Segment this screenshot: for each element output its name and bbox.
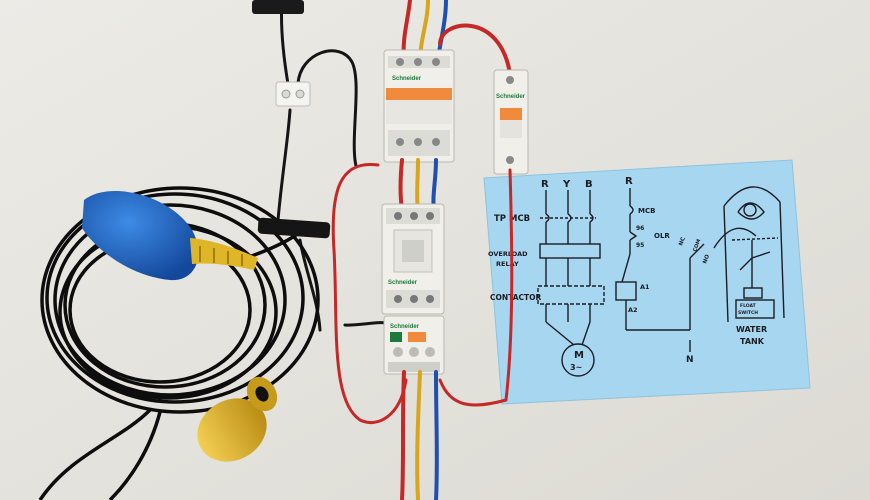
contactor: Schneider bbox=[381, 203, 445, 315]
label-float-switch-line1: FLOAT bbox=[740, 303, 757, 309]
label-tank-line1: WATER bbox=[736, 325, 767, 334]
mcb-3-pole: Schneider bbox=[383, 49, 455, 163]
terminal-block bbox=[275, 81, 311, 107]
cable-clip-top bbox=[252, 0, 304, 14]
float-switch-body bbox=[82, 191, 258, 281]
label-coil-a2: A2 bbox=[628, 306, 638, 314]
label-tank-line2: TANK bbox=[740, 337, 765, 346]
cable-tie bbox=[257, 217, 331, 239]
label-phase-y: Y bbox=[562, 179, 571, 190]
mcb-1-pole: Schneider bbox=[493, 69, 529, 175]
label-phase-r: R bbox=[541, 179, 549, 190]
label-control-mcb: MCB bbox=[638, 207, 655, 215]
wiring-diagram-sheet: R Y B R TP MCB MCB OVERLOAD RELAY CONTAC… bbox=[483, 159, 811, 405]
label-coil-a1: A1 bbox=[640, 283, 650, 291]
float-weight bbox=[197, 376, 278, 462]
label-motor-phase: 3~ bbox=[570, 363, 582, 372]
label-nc: NC bbox=[678, 237, 687, 247]
label-phase-b: B bbox=[585, 179, 593, 190]
label-contact-96: 96 bbox=[636, 225, 644, 232]
overload-relay: Schneider bbox=[383, 315, 445, 375]
wires-bottom bbox=[400, 370, 439, 500]
label-olr: OLR bbox=[654, 232, 670, 240]
label-contactor: CONTACTOR bbox=[490, 293, 541, 302]
overload-brand: Schneider bbox=[390, 324, 420, 330]
label-control-phase: R bbox=[625, 176, 633, 187]
label-float-switch-line2: SWITCH bbox=[738, 310, 758, 316]
label-motor: M bbox=[574, 350, 584, 361]
mcb-1-pole-brand: Schneider bbox=[496, 94, 526, 100]
label-overload-line1: OVERLOAD bbox=[488, 250, 528, 258]
label-contact-95: 95 bbox=[636, 242, 644, 249]
label-neutral: N bbox=[686, 355, 694, 365]
mcb-3-pole-brand: Schneider bbox=[392, 76, 422, 82]
label-overload-line2: RELAY bbox=[496, 260, 519, 268]
label-no: NO bbox=[702, 254, 711, 265]
contactor-brand: Schneider bbox=[388, 280, 418, 286]
label-com: COM bbox=[692, 238, 702, 252]
